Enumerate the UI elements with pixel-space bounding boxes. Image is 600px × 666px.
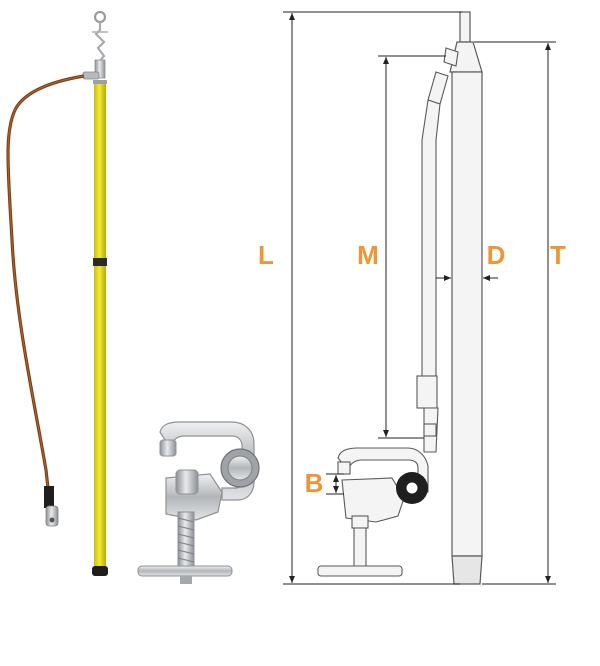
dimension-labels: L M D T B	[258, 240, 566, 498]
label-B: B	[305, 468, 324, 498]
drawing-stick	[416, 47, 459, 453]
label-M: M	[357, 240, 379, 270]
grounding-clamp-photo	[137, 421, 260, 584]
label-L: L	[258, 240, 274, 270]
hook-icon	[82, 10, 108, 80]
grounding-pole-photo	[6, 10, 108, 576]
grounding-set-dimension-drawing: L M D T B	[258, 11, 566, 585]
drawing-pole	[449, 11, 483, 585]
ground-cable	[6, 74, 85, 527]
knob-icon	[396, 472, 428, 504]
label-T: T	[550, 240, 566, 270]
label-D: D	[487, 240, 506, 270]
pole-shaft	[92, 80, 108, 576]
drawing-clamp	[317, 447, 429, 577]
dimension-lines	[283, 11, 556, 585]
